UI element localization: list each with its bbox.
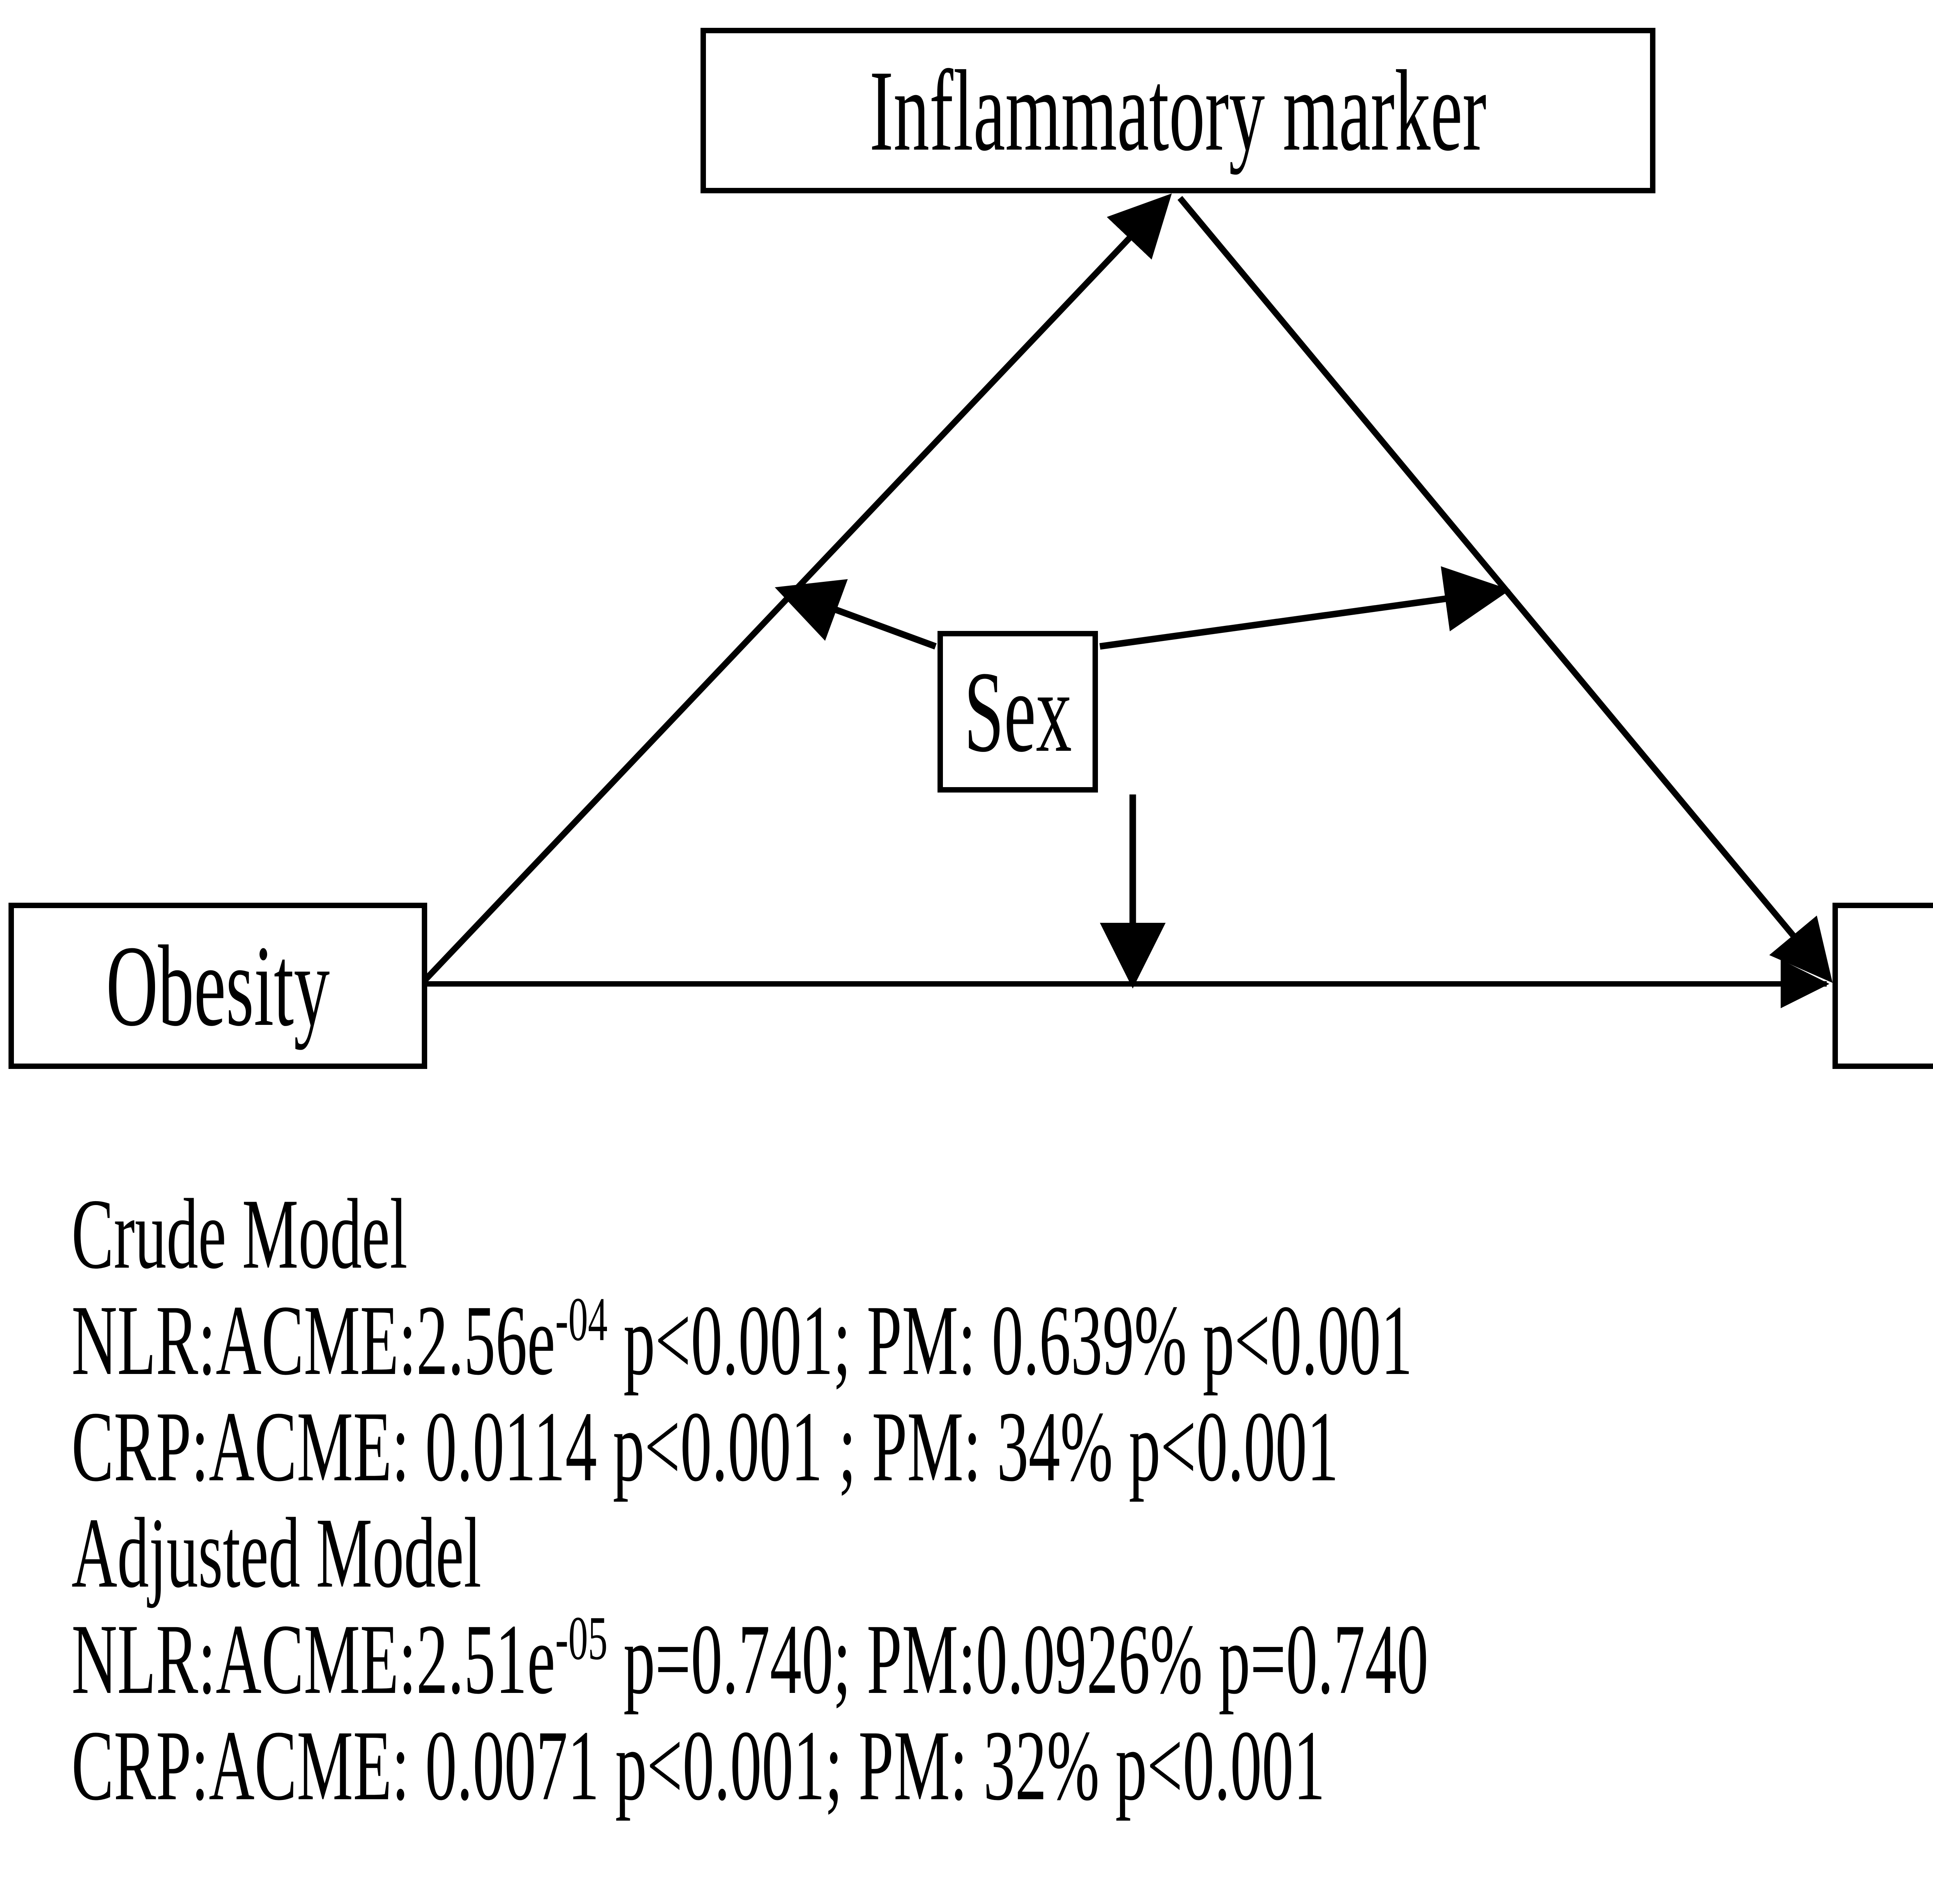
node-sex[interactable]: Sex — [938, 631, 1098, 793]
node-depressive-symptoms[interactable]: Depressive symptoms — [1832, 903, 1933, 1069]
node-inflammatory-marker[interactable]: Inflammatory marker — [701, 28, 1655, 193]
edge-inflammatory-to-depressive — [1177, 196, 1833, 983]
edge-obesity-to-inflammatory — [419, 193, 1172, 986]
adjusted-nlr-exponent: -05 — [555, 1603, 608, 1673]
adjusted-model-heading: Adjusted Model — [72, 1497, 482, 1609]
edge-sex-to-a-path — [775, 579, 937, 649]
adjusted-nlr-post: p=0.740; PM:0.0926% p=0.740 — [607, 1604, 1428, 1715]
edge-sex-to-b-path — [1099, 566, 1510, 650]
crude-nlr-result: NLR:ACME:2.56e-04 p<0.001; PM: 0.639% p<… — [72, 1287, 1679, 1394]
node-sex-label: Sex — [964, 648, 1072, 776]
crude-crp-result: CRP:ACME: 0.0114 p<0.001 ; PM: 34% p<0.0… — [72, 1394, 1679, 1500]
adjusted-crp-result: CRP:ACME: 0.0071 p<0.001; PM: 32% p<0.00… — [72, 1713, 1679, 1819]
adjusted-nlr-pre: NLR:ACME:2.51e — [72, 1604, 556, 1715]
crude-nlr-post: p<0.001; PM: 0.639% p<0.001 — [607, 1285, 1413, 1396]
node-obesity[interactable]: Obesity — [9, 903, 427, 1069]
node-obesity-label: Obesity — [106, 922, 330, 1050]
crude-model-heading: Crude Model — [72, 1178, 407, 1290]
adjusted-nlr-result: NLR:ACME:2.51e-05 p=0.740; PM:0.0926% p=… — [72, 1606, 1679, 1713]
crude-crp-pre: CRP:ACME: 0.0114 p<0.001 ; PM: 34% p<0.0… — [72, 1391, 1339, 1502]
adjusted-crp-pre: CRP:ACME: 0.0071 p<0.001; PM: 32% p<0.00… — [72, 1710, 1325, 1821]
results-caption: Crude Model NLR:ACME:2.56e-04 p<0.001; P… — [72, 1181, 1933, 1819]
node-inflammatory-marker-label: Inflammatory marker — [869, 46, 1486, 175]
crude-nlr-pre: NLR:ACME:2.56e — [72, 1285, 556, 1396]
crude-nlr-exponent: -04 — [555, 1284, 608, 1354]
